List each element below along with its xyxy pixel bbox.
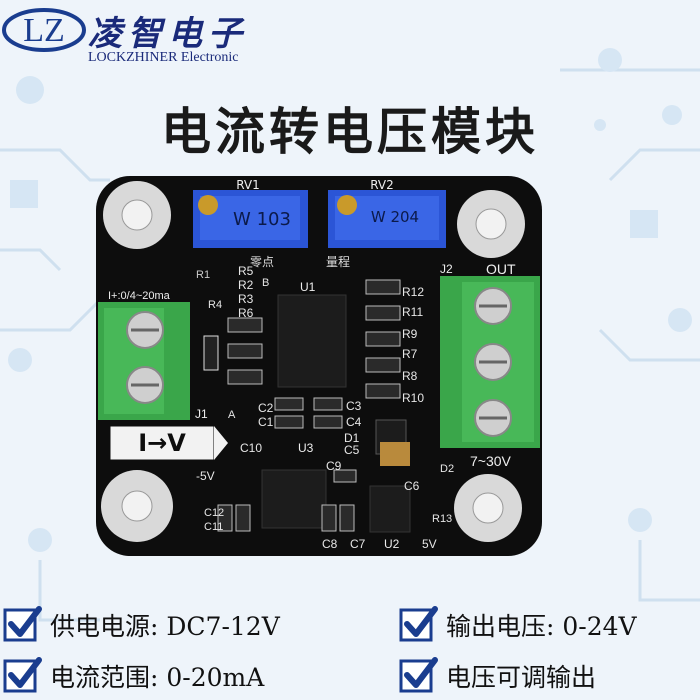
voltage-range-label: 7~30V [470,453,512,469]
resistor-label: R3 [238,292,254,306]
spec-current-range: 电流范围: 0-20mA [2,654,264,698]
component-label: C10 [240,441,262,455]
resistor-r1 [203,335,219,371]
potentiometer-rv1: W 103 RV1 [193,178,308,248]
resistor-label: R11 [402,305,423,319]
component-label: A [228,409,236,421]
brand-name-en: LOCKZHINER Electronic [88,50,239,65]
component-label: C1 [258,415,274,429]
lz-logo-icon: LZ [2,8,86,52]
potentiometer-rv2: W 204 RV2 [328,178,446,248]
resistor-label: R2 [238,278,254,292]
spec-output-voltage: 输出电压: 0-24V [398,603,637,647]
pot2-label: RV2 [370,178,394,192]
ic-u1 [277,294,347,388]
component-label: R1 [196,269,210,281]
output-terminal-j2 [440,276,540,448]
component-label: D2 [440,463,454,475]
ic-u2 [369,485,411,533]
component-label: C7 [350,537,366,551]
pos5v-label: 5V [422,537,437,551]
u2-label: U2 [384,537,400,551]
spec-text: 电流范围: 0-20mA [50,663,265,692]
input-label: I+:0/4~20ma [108,290,171,302]
resistor-label: R6 [238,306,254,320]
spec-text: 供电电源: DC7-12V [50,612,280,641]
component-label: C8 [322,537,338,551]
resistor-label: R8 [402,369,418,383]
u1-label: U1 [300,280,316,294]
u3-label: U3 [298,441,314,455]
component-label: R4 [208,299,222,311]
component-label: D1 [344,431,360,445]
component-label: R13 [432,513,452,525]
component-label: C3 [346,399,362,413]
component-label: C2 [258,401,274,415]
spec-text: 输出电压: 0-24V [446,612,637,641]
mounting-holes [101,181,525,542]
checkbox-checked-icon [399,657,438,693]
capacitor-c6 [380,442,410,466]
page-title: 电流转电压模块 [161,102,539,161]
resistor-label: R7 [402,347,418,361]
component-label: B [262,277,269,289]
neg5v-label: -5V [196,469,215,483]
checkbox-checked-icon [3,657,42,693]
component-label: C6 [404,479,420,493]
component-label: C5 [344,443,360,457]
pot1-code: W 103 [233,209,291,230]
ic-u3 [261,469,327,529]
pot-caption-left: 零点 [250,255,274,269]
resistor-label: R12 [402,285,424,299]
resistor-label: R5 [238,264,254,278]
component-label: C9 [326,459,342,473]
iv-mark: I→V [138,429,186,457]
spec-adjustable-output: 电压可调输出 [398,654,596,698]
checkbox-checked-icon [3,606,42,642]
spec-text: 电压可调输出 [446,663,597,692]
j1-label: J1 [195,407,208,421]
input-terminal-j1 [98,302,190,420]
resistor-label: R9 [402,327,418,341]
smd-components [217,279,401,532]
logo-mark-text: LZ [23,12,65,49]
pot2-code: W 204 [371,208,419,226]
component-label: C12 [204,507,224,519]
brand-logo: LZ 凌智电子 LOCKZHINER Electronic [0,0,290,70]
out-label: OUT [486,261,516,277]
spec-power-supply: 供电电源: DC7-12V [2,603,280,647]
iv-badge: I→V [109,425,228,461]
checkbox-checked-icon [399,606,438,642]
resistor-label: R10 [402,391,424,405]
pot-caption-right: 量程 [326,254,350,269]
component-label: C4 [346,415,362,429]
component-label: C11 [204,521,223,533]
brand-name-cn: 凌智电子 [88,14,248,54]
j2-label: J2 [440,262,453,276]
pot1-label: RV1 [236,178,260,192]
